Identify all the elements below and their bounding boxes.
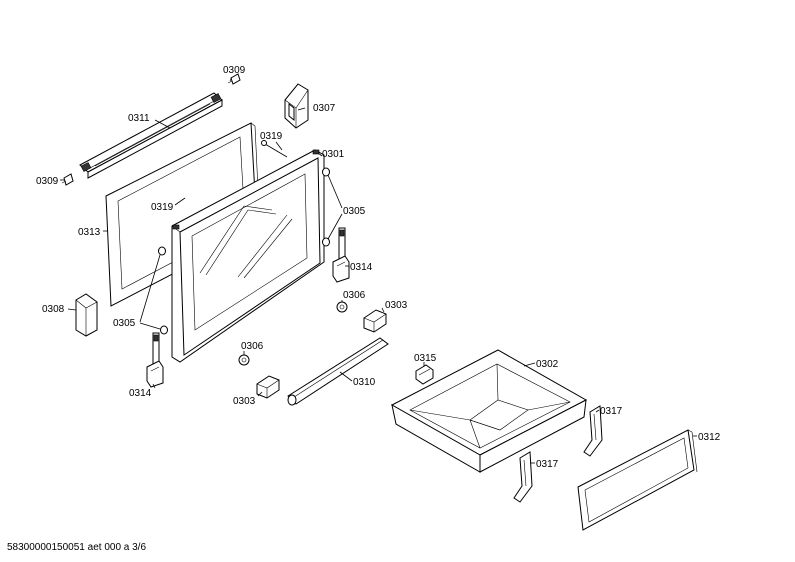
label-0303-lower: 0303 — [233, 396, 256, 407]
part-0307-hinge-cover — [284, 83, 309, 129]
leader-lines — [60, 76, 697, 464]
label-0305-left: 0305 — [113, 318, 136, 329]
part-0312-drawer-front — [577, 429, 698, 531]
document-footer-code: 58300000150051 aet 000 a 3/6 — [7, 542, 147, 553]
part-0305-bushing-group-right — [322, 167, 330, 247]
part-0309-screw-top — [227, 73, 241, 85]
label-0314-right: 0314 — [350, 262, 373, 273]
part-0310-handle-bar — [287, 337, 389, 406]
label-0303-upper: 0303 — [385, 300, 408, 311]
label-0306-lower: 0306 — [241, 341, 264, 352]
label-0312: 0312 — [698, 432, 721, 443]
part-0303-guide-lower — [256, 375, 280, 399]
part-0306-roller-upper — [336, 301, 348, 313]
part-0317-runner-left — [513, 451, 533, 503]
label-0307: 0307 — [313, 103, 336, 114]
label-0319-upper: 0319 — [260, 131, 283, 142]
part-0315-clip — [415, 364, 434, 385]
part-0309-screw-left — [61, 173, 74, 186]
label-0315: 0315 — [414, 353, 437, 364]
label-0319-lower: 0319 — [151, 202, 174, 213]
part-0317-runner-right — [583, 405, 603, 457]
label-0301: 0301 — [322, 149, 345, 160]
label-0306-upper: 0306 — [343, 290, 366, 301]
label-0309-top: 0309 — [223, 65, 246, 76]
part-0306-roller-lower — [238, 354, 250, 366]
label-0308: 0308 — [42, 304, 65, 315]
label-0311: 0311 — [128, 113, 150, 124]
part-0319-pin-upper — [261, 140, 288, 158]
label-0302: 0302 — [536, 359, 559, 370]
label-0317-right: 0317 — [600, 406, 623, 417]
part-0302-drawer-pan — [390, 349, 588, 473]
label-0305-right: 0305 — [343, 206, 366, 217]
label-0309-left: 0309 — [36, 176, 59, 187]
label-0317-left: 0317 — [536, 459, 559, 470]
part-0314-hinge-left — [146, 332, 164, 388]
label-0314-left: 0314 — [129, 388, 152, 399]
part-0314-hinge-right — [332, 227, 350, 283]
part-0301-outer-door — [171, 149, 325, 363]
part-0308-bracket — [75, 293, 98, 337]
label-0313: 0313 — [78, 227, 101, 238]
label-0310: 0310 — [353, 377, 376, 388]
part-0303-guide-upper — [363, 309, 387, 333]
part-0305-bushing-group-left — [158, 246, 168, 335]
part-0311-trim-strip — [79, 92, 223, 179]
part-labels: 0309 0311 0307 0319 0301 0309 0319 0305 … — [36, 65, 721, 470]
